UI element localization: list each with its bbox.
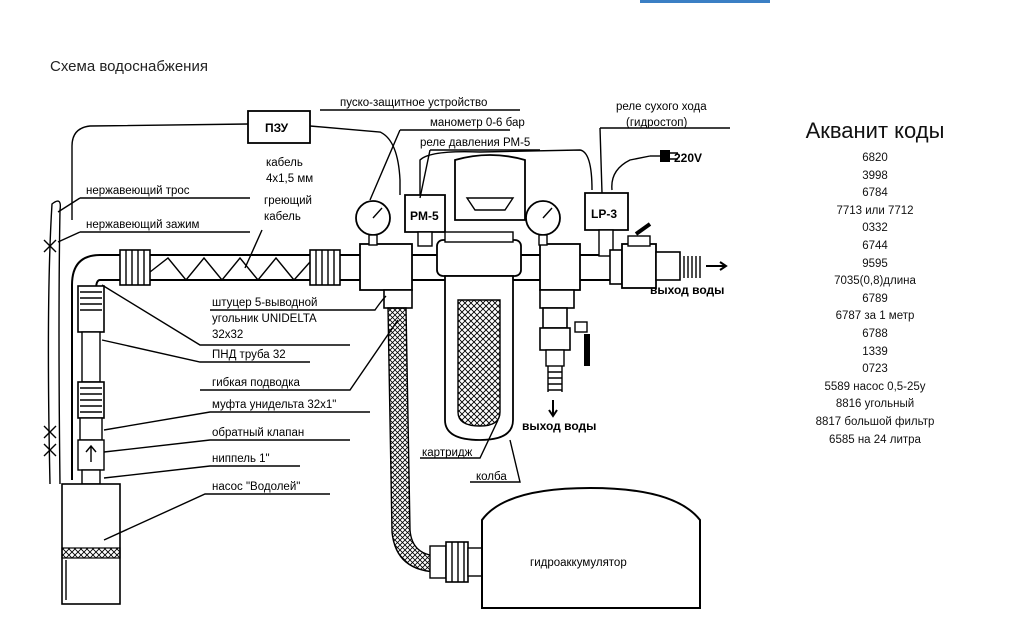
code-item: 1339	[862, 345, 888, 358]
steel-rope-label: нержавеющий трос	[86, 185, 190, 197]
accumulator-label: гидроаккумулятор	[530, 557, 627, 569]
leader-lines	[57, 109, 730, 541]
fitting-label-3: 32х32	[212, 329, 243, 341]
code-item: 8816 угольный	[835, 398, 915, 411]
pipe-couplings	[119, 249, 341, 286]
right-outlet	[609, 222, 728, 289]
heat-cable-label-2: кабель	[264, 211, 301, 223]
cable-label-1: кабель	[266, 157, 303, 169]
codes-panel: Акванит коды 6820 3998 6784 7713 или 771…	[790, 118, 960, 449]
flask-label: колба	[476, 471, 507, 483]
heat-cable-label-1: греющий	[264, 195, 312, 207]
page-title: Схема водоснабжения	[50, 58, 208, 75]
code-item: 9595	[862, 257, 888, 270]
manometer-left	[355, 200, 391, 246]
codes-title: Акванит коды	[805, 118, 945, 143]
code-item: 7035(0,8)длина	[834, 275, 916, 288]
code-item: 6784	[862, 187, 888, 200]
coupling-label: муфта унидельта 32х1"	[212, 399, 336, 411]
nipple-label: ниппель 1"	[212, 453, 270, 465]
code-item: 6789	[862, 292, 888, 305]
steel-rope	[43, 200, 62, 485]
rm5-label: PM-5	[410, 209, 439, 223]
code-item: 5589 насос 0,5-25у	[824, 380, 926, 393]
rm5-relay: PM-5	[404, 194, 446, 247]
code-item: 6585 на 24 литра	[829, 433, 921, 446]
code-item: 6820	[862, 152, 888, 164]
pressure-relay-label: реле давления РМ-5	[420, 137, 530, 149]
code-item: 0723	[862, 363, 888, 376]
code-item: 7713 или 7712	[836, 204, 914, 217]
cable-label-2: 4х1,5 мм	[266, 173, 313, 185]
top-accent-line	[640, 0, 770, 3]
code-item: 6787 за 1 метр	[835, 310, 915, 323]
codes-list: 6820 3998 6784 7713 или 7712 0332 6744 9…	[790, 150, 960, 449]
vertical-pipe	[77, 285, 105, 485]
accumulator-tank: гидроаккумулятор	[481, 486, 701, 609]
pump-label: насос "Водолей"	[212, 481, 300, 493]
filter-housing	[436, 154, 526, 441]
voltage-label: 220V	[674, 151, 702, 165]
cartridge-label: картридж	[422, 447, 473, 459]
pzu-box: ПЗУ	[247, 110, 311, 144]
lp3-label: LP-3	[591, 207, 617, 221]
code-item: 6788	[862, 327, 888, 340]
manometer-right	[525, 200, 561, 246]
heating-cable	[149, 256, 311, 282]
pzu-desc-label: пуско-защитное устройство	[340, 97, 487, 109]
code-item: 6744	[862, 239, 888, 252]
water-supply-diagram: ПЗУ PM-5 LP-3	[43, 97, 730, 609]
steel-clamp-label: нержавеющий зажим	[86, 219, 200, 231]
pzu-label: ПЗУ	[265, 121, 289, 135]
dry-run-label-1: реле сухого хода	[616, 101, 707, 113]
flex-hose-label: гибкая подводка	[212, 377, 301, 389]
code-item: 0332	[862, 222, 888, 235]
code-item: 8817 большой фильтр	[815, 415, 935, 428]
lower-outlet	[539, 307, 590, 418]
manometer-label: манометр 0-6 бар	[430, 117, 525, 129]
check-valve-label: обратный клапан	[212, 427, 304, 439]
pipe-label: ПНД труба 32	[212, 349, 286, 361]
flexible-hose	[387, 307, 483, 583]
pump	[61, 483, 121, 605]
code-item: 3998	[862, 169, 888, 182]
dry-run-label-2: (гидростоп)	[626, 117, 687, 129]
power-cables	[71, 123, 678, 220]
water-out-label-1: выход воды	[650, 283, 724, 297]
water-out-label-2: выход воды	[522, 419, 596, 433]
fitting-label-1: штуцер 5-выводной	[212, 297, 317, 309]
fitting-label-2: угольник UNIDELTA	[212, 313, 317, 325]
lp3-relay: LP-3	[584, 192, 629, 257]
